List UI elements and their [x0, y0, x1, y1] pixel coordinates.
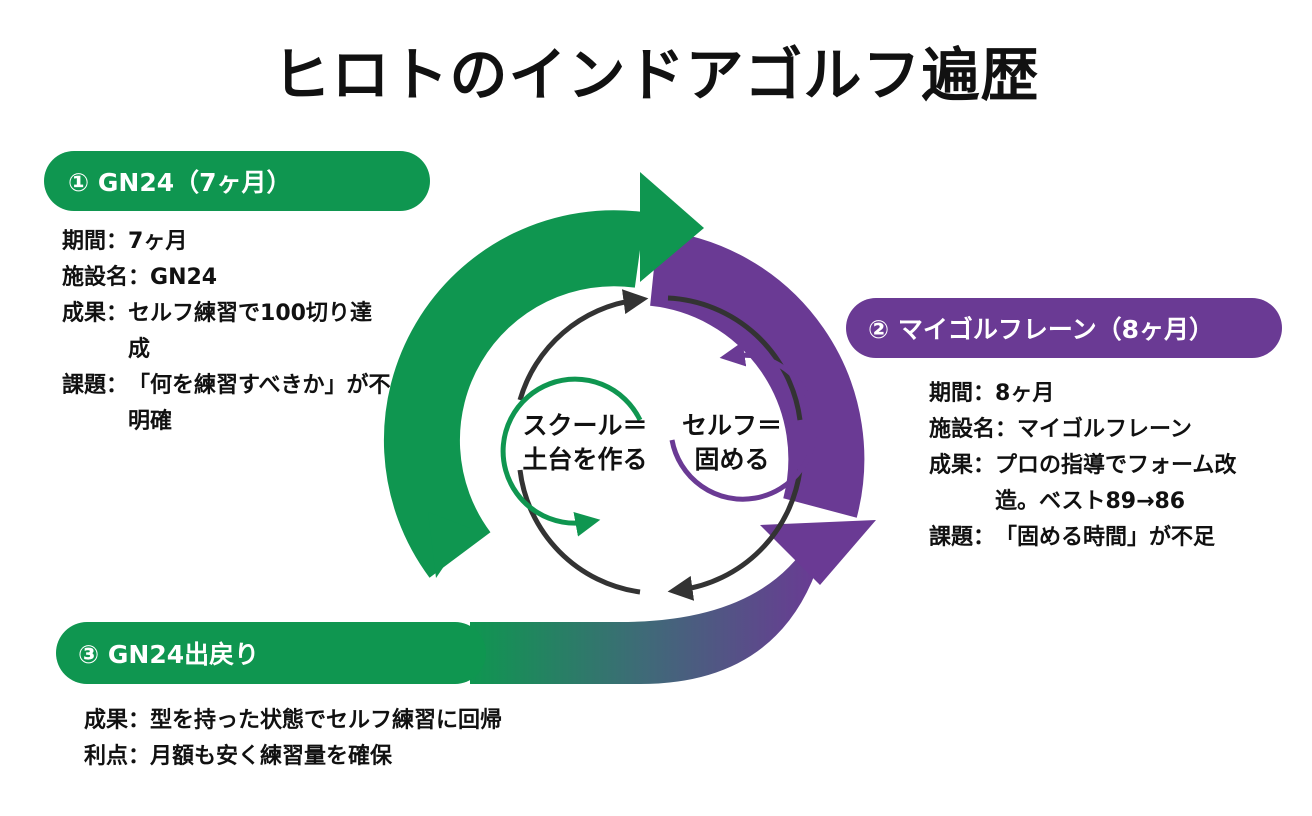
- detail-key: 成果：: [929, 453, 996, 478]
- detail-row: 課題：「何を練習すべきか」が不明確: [62, 368, 442, 440]
- detail-value: プロの指導でフォーム改造。ベスト89→86: [995, 453, 1237, 514]
- school-label-line-1: スクール＝: [522, 411, 648, 440]
- detail-value: 7ヶ月: [128, 229, 188, 254]
- detail-row: 施設名：マイゴルフレーン: [929, 412, 1289, 448]
- section-1-header: ① GN24（7ヶ月）: [44, 151, 430, 211]
- detail-key: 施設名：: [929, 417, 1018, 442]
- detail-value: 月額も安く練習量を確保: [150, 744, 393, 769]
- return-band: [470, 540, 820, 684]
- detail-row: 利点：月額も安く練習量を確保: [84, 739, 644, 775]
- detail-key: 期間：: [62, 229, 129, 254]
- section-3-header: ③ GN24出戻り: [56, 622, 486, 684]
- inner-arrow-left: [517, 469, 641, 595]
- purple-loop: [669, 341, 818, 502]
- inner-arrow-top: [517, 289, 649, 401]
- school-label: スクール＝ 土台を作る: [510, 409, 660, 477]
- school-label-line-2: 土台を作る: [522, 445, 648, 474]
- detail-key: 利点：: [84, 744, 151, 769]
- detail-value: セルフ練習で100切り達成: [128, 301, 372, 362]
- purple-arrow-head: [760, 520, 876, 585]
- detail-key: 課題：: [62, 373, 129, 398]
- outer-arc-green: [383, 210, 646, 578]
- section-1-details: 期間：7ヶ月 施設名：GN24 成果：セルフ練習で100切り達成 課題：「何を練…: [62, 224, 442, 440]
- self-label-line-2: 固める: [694, 445, 770, 474]
- detail-value: 「固める時間」が不足: [995, 525, 1216, 550]
- detail-value: 8ヶ月: [995, 381, 1055, 406]
- detail-row: 期間：8ヶ月: [929, 376, 1289, 412]
- section-3-details: 成果：型を持った状態でセルフ練習に回帰 利点：月額も安く練習量を確保: [84, 703, 644, 775]
- detail-value: 「何を練習すべきか」が不明確: [128, 373, 391, 434]
- detail-key: 成果：: [62, 301, 129, 326]
- detail-row: 施設名：GN24: [62, 260, 442, 296]
- detail-key: 期間：: [929, 381, 996, 406]
- self-label-line-1: セルフ＝: [681, 411, 782, 440]
- detail-value: マイゴルフレーン: [1017, 417, 1192, 442]
- self-label: セルフ＝ 固める: [672, 409, 792, 477]
- detail-row: 成果：プロの指導でフォーム改造。ベスト89→86: [929, 448, 1289, 520]
- detail-value: GN24: [150, 265, 218, 290]
- section-2-details: 期間：8ヶ月 施設名：マイゴルフレーン 成果：プロの指導でフォーム改造。ベスト8…: [929, 376, 1289, 556]
- green-arrow-head: [640, 172, 704, 282]
- inner-arrow-bottom: [667, 469, 803, 601]
- detail-key: 課題：: [929, 525, 996, 550]
- detail-row: 期間：7ヶ月: [62, 224, 442, 260]
- green-loop: [500, 376, 643, 537]
- detail-value: 型を持った状態でセルフ練習に回帰: [150, 708, 503, 733]
- section-2-header: ② マイゴルフレーン（8ヶ月）: [846, 298, 1282, 358]
- detail-row: 課題：「固める時間」が不足: [929, 520, 1289, 556]
- detail-key: 施設名：: [62, 265, 151, 290]
- inner-arrow-right: [667, 295, 803, 421]
- detail-key: 成果：: [84, 708, 151, 733]
- page-title: ヒロトのインドアゴルフ遍歴: [272, 41, 1040, 109]
- outer-arc-purple: [649, 230, 865, 518]
- detail-row: 成果：セルフ練習で100切り達成: [62, 296, 442, 368]
- detail-row: 成果：型を持った状態でセルフ練習に回帰: [84, 703, 644, 739]
- green-bottom-arrow-head: [428, 512, 470, 578]
